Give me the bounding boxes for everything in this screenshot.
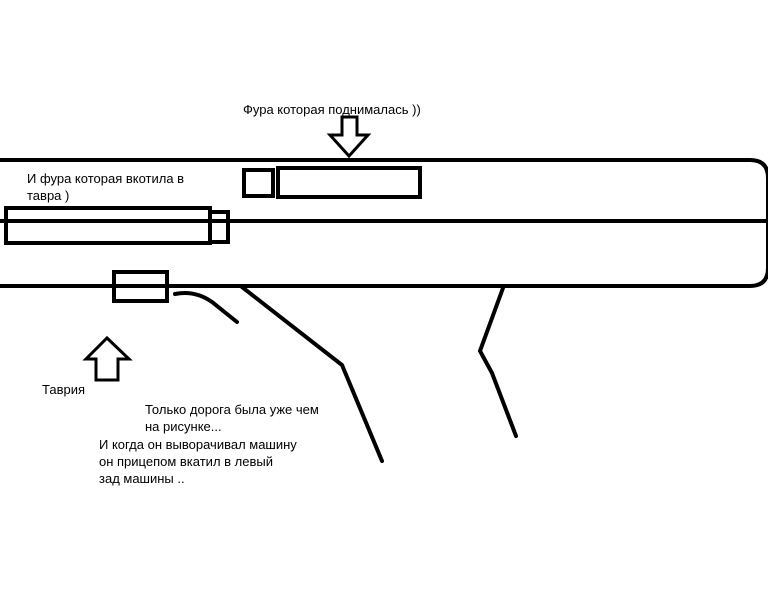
rolled-truck-label-line: тавра ) — [27, 188, 70, 203]
rolled-truck-cab — [208, 210, 230, 244]
arrow-up-icon — [82, 335, 133, 382]
rolled-truck-label-line: И фура которая вкотила в — [27, 171, 185, 186]
road-outline — [0, 158, 768, 288]
tavria-label: Таврия — [42, 382, 86, 397]
tavria-car — [112, 270, 169, 303]
narrow-road-note: Только дорога была уже чем на рисунке... — [145, 401, 319, 435]
trajectory-curve — [173, 291, 239, 324]
turning-note-line: И когда он выворачивал машину — [99, 437, 297, 452]
rolled-truck-trailer — [4, 206, 212, 245]
side-road-line-right — [477, 286, 518, 438]
rolled-truck-label: И фура которая вкотила в тавра ) — [27, 170, 184, 204]
side-road-line-left — [240, 285, 384, 463]
narrow-road-note-line: на рисунке... — [145, 419, 222, 434]
turning-note: И когда он выворачивал машину он прицепо… — [99, 436, 297, 487]
turning-note-line: он прицепом вкатил в левый — [99, 454, 273, 469]
narrow-road-note-line: Только дорога была уже чем — [145, 402, 319, 417]
lifting-truck-cab — [242, 168, 275, 198]
lifting-truck-label: Фура которая поднималась )) — [243, 102, 421, 117]
arrow-down-icon — [326, 115, 372, 159]
lifting-truck-trailer — [276, 166, 422, 199]
turning-note-line: зад машины .. — [99, 471, 185, 486]
